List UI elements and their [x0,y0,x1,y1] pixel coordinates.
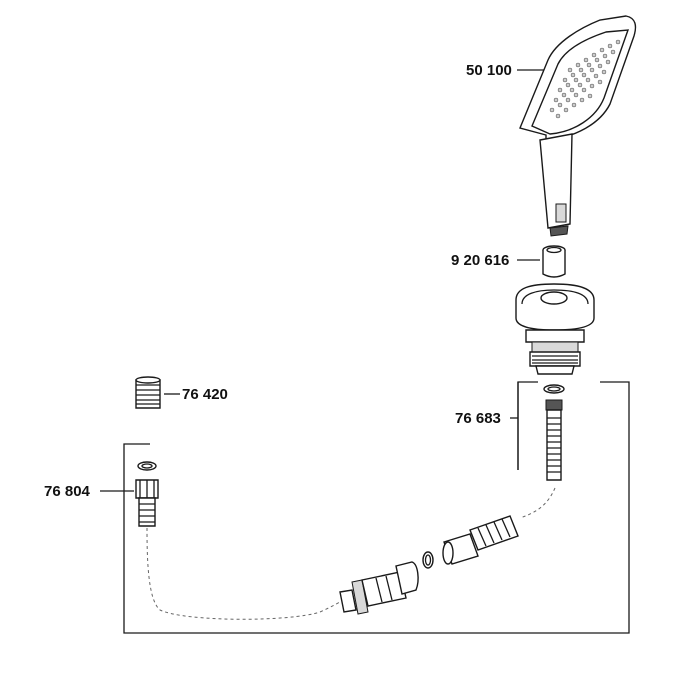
hose-guide-bracket [517,381,538,470]
shower-holder-drawing [515,283,595,375]
hose-path [146,527,351,620]
hand-shower-drawing [519,15,637,237]
nipple-drawing [135,376,161,409]
hose-guide-drawing [543,384,565,481]
part-number-flow-restrictor: 9 20 616 [451,252,510,269]
hose-assembly-bracket [123,381,630,634]
flow-restrictor-drawing [542,245,566,278]
part-number-nipple: 76 420 [182,386,228,403]
hose-fitting-drawing [339,515,519,615]
part-number-hose-connection: 76 804 [44,483,90,500]
hose-connection-drawing [135,461,159,527]
part-number-hand-shower: 50 100 [466,62,512,79]
part-number-hose-guide: 76 683 [455,410,501,427]
